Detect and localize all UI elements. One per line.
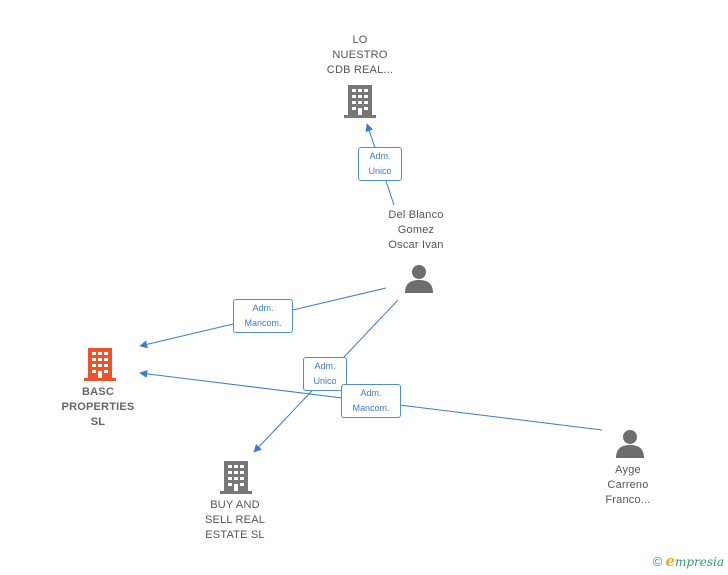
node-label-line: ESTATE SL xyxy=(205,529,265,541)
person-icon[interactable] xyxy=(615,428,645,458)
edge-label-line: Mancom. xyxy=(352,403,390,413)
node-label-basc[interactable]: BASC PROPERTIES SL xyxy=(48,385,148,430)
edge-label-line: Adm. xyxy=(252,303,274,313)
building-icon[interactable] xyxy=(220,459,252,495)
building-main-icon[interactable] xyxy=(84,346,116,382)
brand-logo-text: mpresia xyxy=(674,555,724,569)
node-label-buy-sell[interactable]: BUY AND SELL REAL ESTATE SL xyxy=(185,498,285,543)
node-label-line: SELL REAL xyxy=(204,514,266,526)
node-label-line: NUESTRO xyxy=(332,49,388,61)
node-label-line: BASC xyxy=(82,386,114,398)
edge-label-adm-mancom[interactable]: Adm. Mancom. xyxy=(233,299,293,333)
copyright-icon: © xyxy=(652,554,663,569)
footer-brand[interactable]: ©empresia xyxy=(653,552,724,570)
edge-label-line: Mancom. xyxy=(244,318,282,328)
node-label-line: Franco... xyxy=(605,494,651,506)
edge-label-line: Adm. xyxy=(360,388,382,398)
node-label-line: Oscar Ivan xyxy=(388,239,444,251)
node-label-line: Carreno xyxy=(607,479,649,491)
building-icon[interactable] xyxy=(344,83,376,119)
edge-label-line: Adm. xyxy=(314,361,336,371)
node-label-line: LO xyxy=(352,34,368,46)
node-label-line: Del Blanco xyxy=(388,209,444,221)
node-label-line: PROPERTIES xyxy=(61,401,135,413)
node-label-line: SL xyxy=(90,416,106,428)
node-label-ayge[interactable]: Ayge Carreno Franco... xyxy=(578,463,678,508)
edge-label-adm-unico[interactable]: Adm. Unico xyxy=(358,147,402,181)
edge-label-adm-unico[interactable]: Adm. Unico xyxy=(303,357,347,391)
node-label-del-blanco[interactable]: Del Blanco Gomez Oscar Ivan xyxy=(366,208,466,253)
brand-logo-e: e xyxy=(665,552,675,570)
node-label-line: Ayge xyxy=(615,464,641,476)
person-icon[interactable] xyxy=(404,263,434,293)
edge-label-line: Unico xyxy=(368,166,392,176)
edge-label-line: Unico xyxy=(313,376,337,386)
node-label-line: CDB REAL... xyxy=(326,64,394,76)
edge-label-adm-mancom[interactable]: Adm. Mancom. xyxy=(341,384,401,418)
edge-label-line: Adm. xyxy=(369,151,391,161)
node-label-line: BUY AND xyxy=(210,499,260,511)
node-label-lo-nuestro[interactable]: LO NUESTRO CDB REAL... xyxy=(310,33,410,78)
node-label-line: Gomez xyxy=(397,224,435,236)
